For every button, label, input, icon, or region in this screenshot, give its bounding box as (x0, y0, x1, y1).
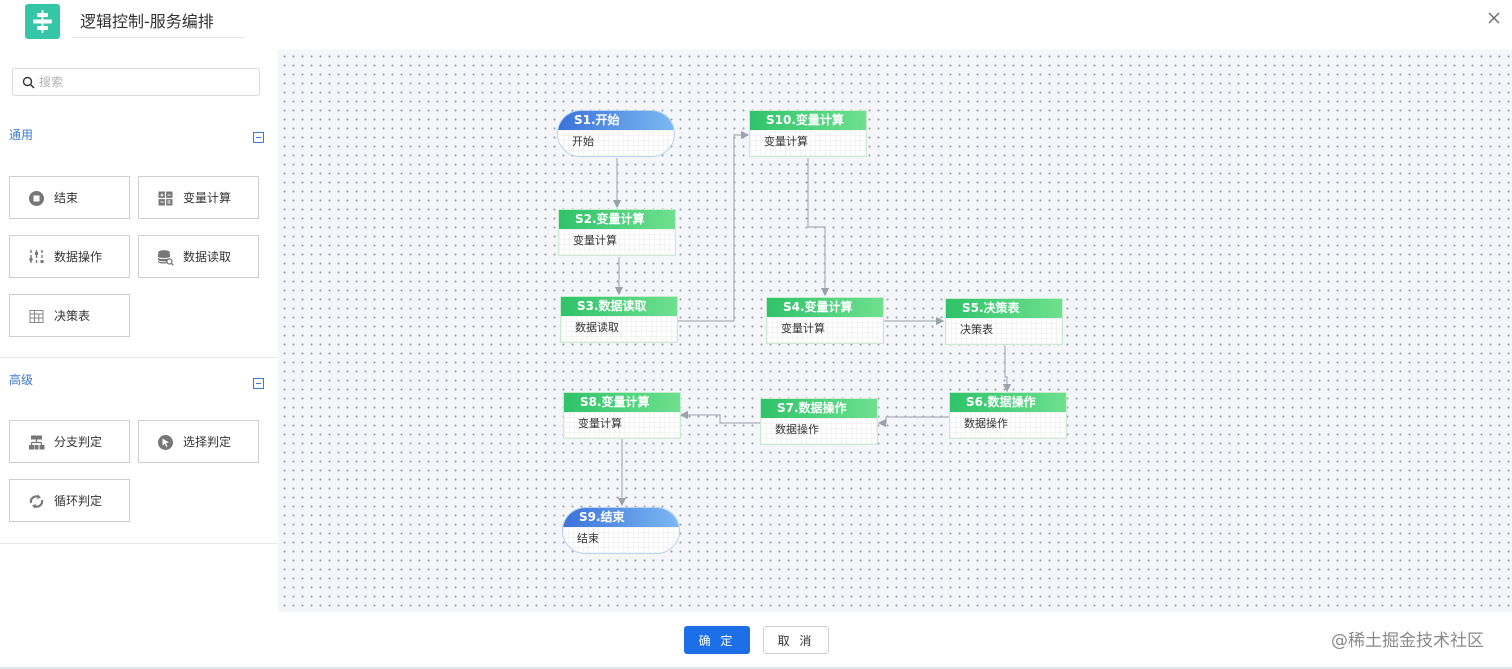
node-title: S8.变量计算 (564, 393, 680, 412)
close-icon[interactable] (1486, 10, 1502, 26)
palette-item-end[interactable]: 结束 (9, 176, 130, 219)
group-divider (0, 543, 278, 544)
collapse-icon[interactable] (253, 128, 264, 143)
edge-s5-s6 (1002, 346, 1012, 393)
group-title-general[interactable]: 通用 (9, 128, 34, 142)
cursor-circle-icon (158, 435, 173, 450)
search-input[interactable] (39, 72, 253, 92)
dialog-footer: 确 定 取 消 @稀土掘金技术社区 (0, 612, 1512, 669)
palette-item-label: 循环判定 (54, 494, 103, 508)
node-title: S5.决策表 (946, 299, 1062, 318)
search-box (12, 68, 260, 96)
node-title: S7.数据操作 (761, 399, 877, 418)
palette-item-label: 结束 (54, 191, 79, 205)
flow-node-s9[interactable]: S9.结束 结束 (562, 507, 680, 554)
palette-item-label: 数据读取 (183, 250, 232, 264)
calculator-icon (158, 191, 173, 206)
palette-item-decision-table[interactable]: 决策表 (9, 294, 130, 337)
node-body: 数据操作 (950, 412, 1066, 438)
sliders-icon (29, 250, 44, 265)
palette-item-variable-calc[interactable]: 变量计算 (138, 176, 259, 219)
watermark: @稀土掘金技术社区 (1331, 631, 1484, 651)
collapse-icon[interactable] (253, 374, 264, 389)
flow-node-s6[interactable]: S6.数据操作 数据操作 (949, 392, 1067, 439)
node-body: 数据操作 (761, 418, 877, 444)
search-icon (22, 76, 35, 89)
dialog-header: 逻辑控制-服务编排 (0, 0, 1512, 50)
dialog-title: 逻辑控制-服务编排 (72, 8, 244, 38)
edge-s6-s7 (877, 416, 949, 428)
palette-item-label: 决策表 (54, 309, 91, 323)
node-title: S9.结束 (563, 508, 679, 527)
node-body: 结束 (563, 527, 679, 553)
palette-item-data-read[interactable]: 数据读取 (138, 235, 259, 278)
edge-s10-s4 (807, 158, 830, 297)
stop-circle-icon (29, 191, 44, 206)
confirm-button[interactable]: 确 定 (684, 626, 750, 654)
table-icon (29, 310, 44, 323)
palette-item-select[interactable]: 选择判定 (138, 420, 259, 463)
edge-s7-s8 (679, 410, 760, 424)
node-body: 决策表 (946, 318, 1062, 344)
flow-node-s1[interactable]: S1.开始 开始 (557, 110, 675, 157)
flow-node-s8[interactable]: S8.变量计算 变量计算 (563, 392, 681, 439)
flow-canvas[interactable]: S1.开始 开始 S2.变量计算 变量计算 S3.数据读取 数据读取 S4.变量… (278, 50, 1512, 612)
cancel-button[interactable]: 取 消 (763, 626, 829, 654)
group-title-advanced[interactable]: 高级 (9, 373, 34, 387)
node-title: S10.变量计算 (750, 111, 866, 130)
node-body: 变量计算 (767, 317, 883, 343)
palette-item-data-operation[interactable]: 数据操作 (9, 235, 130, 278)
node-palette-sidebar: 通用 结束 变量计算 (0, 50, 278, 612)
node-title: S3.数据读取 (561, 297, 677, 316)
palette-item-label: 分支判定 (54, 435, 103, 449)
palette-item-label: 变量计算 (183, 191, 232, 205)
node-body: 变量计算 (564, 412, 680, 438)
node-body: 开始 (558, 130, 674, 156)
edge-s3-s10 (678, 130, 750, 322)
flow-node-s7[interactable]: S7.数据操作 数据操作 (760, 398, 878, 445)
flow-node-s4[interactable]: S4.变量计算 变量计算 (766, 297, 884, 344)
node-title: S6.数据操作 (950, 393, 1066, 412)
flow-node-s10[interactable]: S10.变量计算 变量计算 (749, 110, 867, 157)
palette-item-branch[interactable]: 分支判定 (9, 420, 130, 463)
loop-icon (29, 494, 44, 509)
palette-item-label: 选择判定 (183, 435, 232, 449)
palette-item-loop[interactable]: 循环判定 (9, 479, 130, 522)
flow-node-s5[interactable]: S5.决策表 决策表 (945, 298, 1063, 345)
node-body: 变量计算 (559, 229, 675, 255)
node-body: 变量计算 (750, 130, 866, 156)
node-title: S1.开始 (558, 111, 674, 130)
database-search-icon (157, 250, 174, 266)
node-title: S2.变量计算 (559, 210, 675, 229)
palette-item-label: 数据操作 (54, 250, 103, 264)
branch-icon (29, 435, 45, 450)
node-body: 数据读取 (561, 316, 677, 342)
group-divider (0, 357, 278, 358)
flow-orchestration-icon (25, 4, 60, 39)
node-title: S4.变量计算 (767, 298, 883, 317)
flow-node-s2[interactable]: S2.变量计算 变量计算 (558, 209, 676, 256)
flow-node-s3[interactable]: S3.数据读取 数据读取 (560, 296, 678, 343)
flow-edges (612, 130, 1012, 507)
